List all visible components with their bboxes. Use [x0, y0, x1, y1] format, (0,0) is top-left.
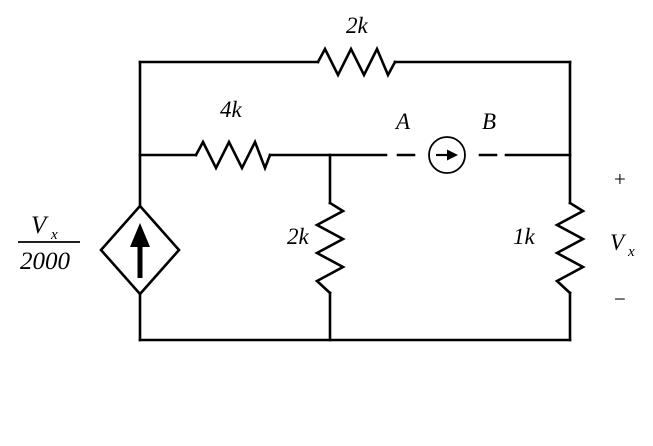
vout-plus-label: + — [614, 167, 626, 191]
vout-v-label: V — [610, 230, 627, 255]
right-resistor-label: 1k — [513, 224, 536, 249]
node-a-label: A — [394, 109, 411, 134]
current-source-arrow-head — [447, 149, 458, 161]
dep-source-sub: x — [50, 227, 58, 243]
dep-source-denom: 2000 — [20, 248, 71, 275]
center-resistor — [314, 201, 346, 295]
dep-source-label: V x 2000 — [18, 212, 80, 275]
center-resistor-label: 2k — [287, 224, 310, 249]
vout-sub-label: x — [627, 244, 635, 260]
dep-source-v: V — [31, 212, 49, 239]
mid-resistor-label: 4k — [220, 97, 243, 122]
vout-minus-label: − — [614, 287, 626, 311]
mid-resistor — [194, 138, 272, 172]
vout-annotation: + V x − — [610, 167, 635, 311]
top-resistor-label: 2k — [346, 13, 369, 38]
current-source-circle — [428, 136, 466, 174]
right-resistor — [554, 201, 586, 295]
node-b-label: B — [482, 109, 496, 134]
dependent-source-diamond — [99, 204, 181, 296]
top-resistor — [316, 45, 397, 79]
dependent-source-arrow-head — [130, 223, 150, 247]
